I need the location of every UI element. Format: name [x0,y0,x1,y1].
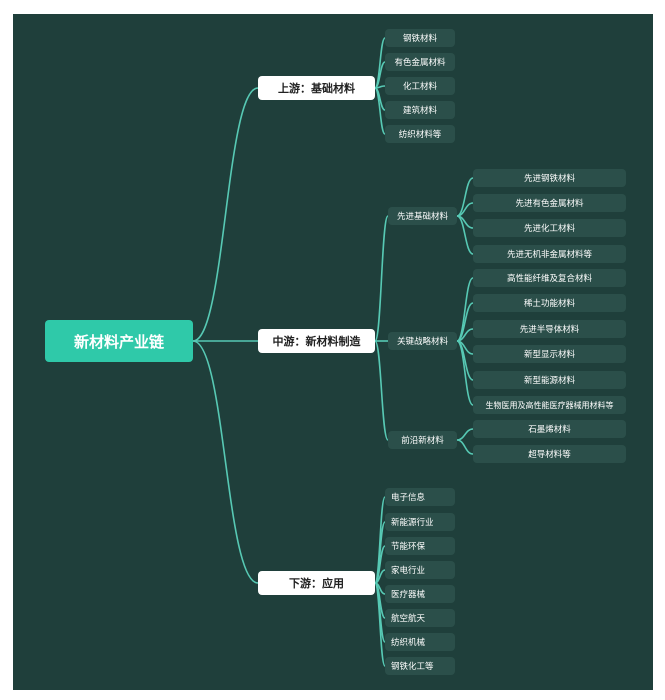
advanced-basic-item: 先进化工材料 [473,219,626,237]
frontier-item: 石墨烯材料 [473,420,626,438]
advanced-basic-item: 先进钢铁材料 [473,169,626,187]
connector-root-branch [192,87,259,342]
connector-group-item [456,439,474,455]
downstream-item: 医疗器械 [385,585,455,603]
connector-lines [192,37,474,667]
midstream-group: 关键战略材料 [388,332,457,350]
strategic-item: 稀土功能材料 [473,294,626,312]
connector-root-branch [192,340,259,584]
strategic-item: 高性能纤维及复合材料 [473,269,626,287]
upstream-item: 有色金属材料 [385,53,455,71]
connector-group-item [456,428,474,441]
advanced-basic-item: 先进无机非金属材料等 [473,245,626,263]
upstream-item: 钢铁材料 [385,29,455,47]
advanced-basic-item: 先进有色金属材料 [473,194,626,212]
branch-upstream: 上游：基础材料 [258,76,375,100]
connector-downstream-item [374,582,386,667]
root-node: 新材料产业链 [45,320,193,362]
connector-midstream-group [374,215,389,342]
strategic-item: 先进半导体材料 [473,320,626,338]
connector-group-item [456,215,474,255]
frontier-item: 超导材料等 [473,445,626,463]
upstream-item: 纺织材料等 [385,125,455,143]
upstream-item: 化工材料 [385,77,455,95]
midstream-group: 前沿新材料 [388,431,457,449]
upstream-item: 建筑材料 [385,101,455,119]
strategic-item: 生物医用及高性能医疗器械用材料等 [473,396,626,414]
downstream-item: 节能环保 [385,537,455,555]
downstream-item: 电子信息 [385,488,455,506]
downstream-item: 航空航天 [385,609,455,627]
strategic-item: 新型显示材料 [473,345,626,363]
branch-midstream: 中游：新材料制造 [258,329,375,353]
connector-upstream-item [374,87,386,135]
branch-downstream: 下游：应用 [258,571,375,595]
downstream-item: 钢铁化工等 [385,657,455,675]
midstream-group: 先进基础材料 [388,207,457,225]
connector-group-item [456,340,474,406]
downstream-item: 纺织机械 [385,633,455,651]
downstream-item: 新能源行业 [385,513,455,531]
connector-midstream-group [374,340,389,441]
connector-group-item [456,277,474,342]
mindmap-canvas: 新材料产业链 上游：基础材料 中游：新材料制造 下游：应用 钢铁材料 有色金属材… [13,14,653,690]
downstream-item: 家电行业 [385,561,455,579]
strategic-item: 新型能源材料 [473,371,626,389]
